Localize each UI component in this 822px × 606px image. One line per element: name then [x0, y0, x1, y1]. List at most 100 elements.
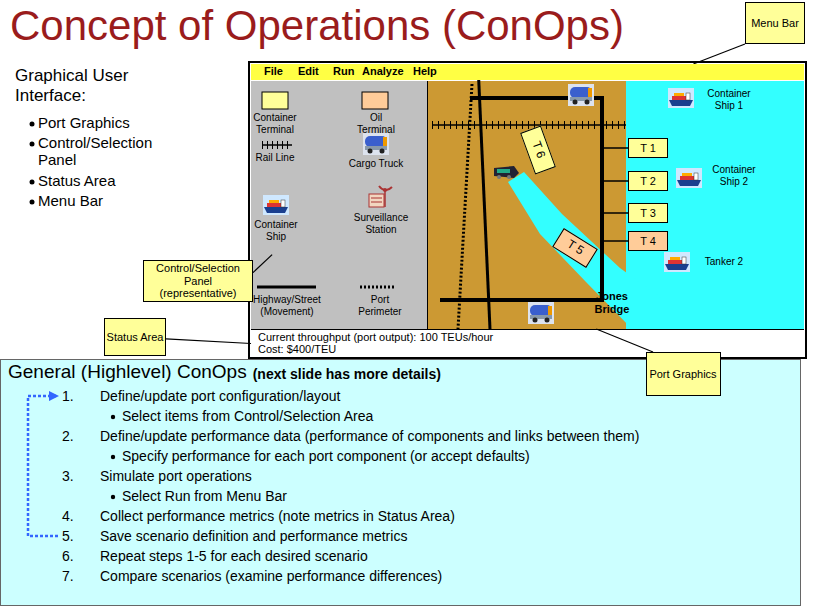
step-text: Compare scenarios (examine performance d… — [100, 568, 442, 584]
text-slot: 1. — [62, 388, 74, 404]
text-slot: T 1 — [629, 139, 667, 157]
menu-item: Edit — [298, 65, 319, 78]
box-text: Status Area — [107, 331, 164, 344]
text-slot: Status Area — [38, 172, 238, 189]
legend-text: Container Terminal — [245, 112, 305, 135]
text-slot: Oil Terminal — [351, 112, 401, 135]
text-slot: Container Terminal — [245, 112, 305, 135]
text-slot: Port Graphics — [647, 353, 720, 395]
text-slot: 3. — [62, 468, 74, 484]
text-slot: Select items from Control/Selection Area — [122, 408, 373, 424]
text-slot: Concept of Operations (ConOps) — [10, 2, 624, 50]
menu-bar: File Edit Run Analyze Help — [251, 64, 804, 80]
menu-item: Run — [333, 65, 354, 78]
text-slot: Control/Selection Panel (representative) — [144, 261, 252, 301]
ship-label: Container Ship 1 — [697, 88, 761, 111]
step-number: 5. — [62, 528, 74, 544]
box-text: T 6 — [529, 140, 548, 161]
box-text: Menu Bar — [751, 17, 799, 30]
text-slot: Analyze — [362, 65, 404, 78]
text-slot: T 4 — [629, 232, 667, 250]
status-text: Current throughput (port output): 100 TE… — [258, 331, 493, 344]
conops-box: General (Highlevel) ConOps (next slide ha… — [0, 359, 801, 606]
text-slot: Highway/Street (Movement) — [250, 294, 324, 317]
text-slot: Control/Selection Panel — [38, 134, 173, 169]
text-slot: Port Graphics — [38, 114, 238, 131]
step-detail: Specify performance for each port compon… — [122, 448, 530, 464]
text-slot: (next slide has more details) — [253, 366, 441, 382]
menu-item: Help — [413, 65, 437, 78]
text-slot: Status Area — [105, 319, 165, 355]
terminal-box: T 2 — [628, 171, 668, 191]
step-detail: Select Run from Menu Bar — [122, 488, 287, 504]
text-slot: Port Perimeter — [355, 294, 405, 317]
leader-line — [253, 255, 272, 273]
legend-text: Port Perimeter — [355, 294, 405, 317]
step-text: Define/update port configuration/layout — [100, 388, 341, 404]
text-slot: T 5 — [554, 229, 597, 266]
step-text: Simulate port operations — [100, 468, 252, 484]
text-slot: Graphical User Interface: — [15, 66, 165, 105]
leader-line — [596, 329, 653, 352]
text-slot: Cost: $400/TEU — [258, 343, 336, 356]
step-text: Define/update performance data (performa… — [100, 428, 639, 444]
water-area: Container Ship 1 Container Ship 2 Tanker 2… — [626, 81, 804, 329]
text-slot: Container Ship 2 — [702, 164, 766, 187]
text-slot: Current throughput (port output): 100 TE… — [258, 331, 493, 344]
step-text: Collect performance metrics (note metric… — [100, 508, 455, 524]
step-number: 6. — [62, 548, 74, 564]
text-slot: Compare scenarios (examine performance d… — [100, 568, 442, 584]
control-panel: Container TerminalOil TerminalRail LineC… — [251, 81, 427, 329]
gui-part: Port Graphics — [38, 114, 238, 131]
text-slot: File — [264, 65, 283, 78]
text-slot: Run — [333, 65, 354, 78]
box-text: T 3 — [640, 207, 656, 220]
menu-item: Analyze — [362, 65, 404, 78]
step-number: 1. — [62, 388, 74, 404]
text-slot: Repeat steps 1-5 for each desired scenar… — [100, 548, 368, 564]
menu-item: File — [264, 65, 283, 78]
terminal-box: T 6 — [520, 126, 556, 175]
terminal-box: T 5 — [552, 228, 598, 268]
text-slot: Save scenario definition and performance… — [100, 528, 407, 544]
port-land: Jones BridgeT 6T 5 — [428, 81, 626, 329]
gui-part: Status Area — [38, 172, 238, 189]
ship-label: Container Ship 2 — [702, 164, 766, 187]
text-slot: Surveillance Station — [346, 212, 416, 235]
box-heading: General (Highlevel) ConOps — [8, 361, 247, 383]
text-slot: 4. — [62, 508, 74, 524]
text-slot: Collect performance metrics (note metric… — [100, 508, 455, 524]
text-slot: Select Run from Menu Bar — [122, 488, 287, 504]
text-slot: Edit — [298, 65, 319, 78]
legend-text: Cargo Truck — [344, 158, 408, 170]
step-text: Save scenario definition and performance… — [100, 528, 407, 544]
step-text: Repeat steps 1-5 for each desired scenar… — [100, 548, 368, 564]
text-slot: Define/update performance data (performa… — [100, 428, 639, 444]
leader-line — [693, 44, 745, 64]
callout-box: Port Graphics — [646, 352, 721, 396]
text-slot: T 2 — [629, 172, 667, 190]
step-detail: Select items from Control/Selection Area — [122, 408, 373, 424]
bridge-label: Jones Bridge — [588, 290, 636, 315]
box-text: T 5 — [564, 238, 586, 259]
step-number: 3. — [62, 468, 74, 484]
text-slot: Tanker 2 — [694, 256, 754, 268]
slide-title: Concept of Operations (ConOps) — [10, 2, 624, 50]
legend-text: Oil Terminal — [351, 112, 401, 135]
text-slot: Define/update port configuration/layout — [100, 388, 341, 404]
text-slot: Simulate port operations — [100, 468, 252, 484]
text-slot: Specify performance for each port compon… — [122, 448, 530, 464]
callout-box: Status Area — [104, 318, 166, 356]
step-number: 4. — [62, 508, 74, 524]
text-slot: Menu Bar — [38, 192, 238, 209]
text-slot: 7. — [62, 568, 74, 584]
text-slot: Jones Bridge — [588, 290, 636, 315]
text-slot: 2. — [62, 428, 74, 444]
text-slot: Rail Line — [250, 152, 300, 164]
legend-text: Container Ship — [246, 219, 306, 242]
text-slot: Menu Bar — [746, 3, 804, 43]
loop-arrow — [28, 396, 58, 536]
terminal-box: T 1 — [628, 138, 668, 158]
status-text: Cost: $400/TEU — [258, 343, 336, 356]
